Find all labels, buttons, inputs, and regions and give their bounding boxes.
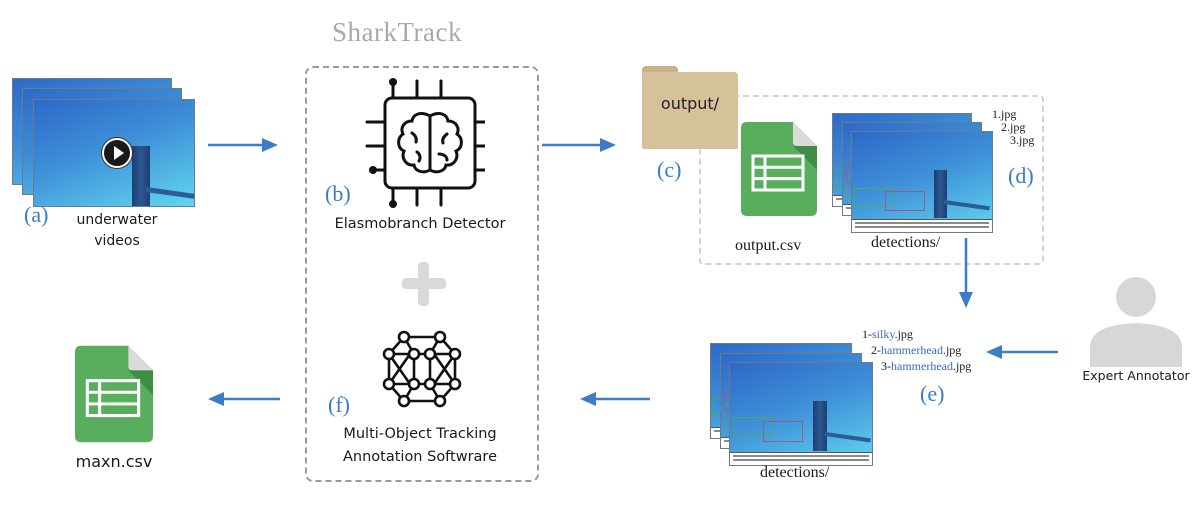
detections-image-stack [832, 113, 994, 233]
step-f-label-line1: Multi-Object Tracking [343, 426, 497, 442]
ai-chip-brain-icon [365, 78, 485, 208]
folder-icon: output/ [642, 66, 738, 149]
step-f-letter: (f) [328, 392, 350, 417]
plus-icon [402, 262, 446, 306]
network-graph-icon [382, 330, 462, 408]
species-name: silky [872, 327, 895, 341]
output-folder-box [699, 95, 1044, 265]
play-icon [102, 138, 132, 168]
file-prefix: 3- [881, 359, 891, 373]
annotated-file-1: 1-silky.jpg [862, 327, 913, 342]
spreadsheet-icon [741, 122, 817, 216]
folder-label: output/ [660, 94, 720, 113]
maxn-spreadsheet-icon [75, 345, 153, 443]
arrow-detections-down [959, 238, 973, 308]
output-csv-label: output.csv [735, 237, 802, 254]
step-e-letter: (e) [920, 381, 945, 406]
file-ext: .jpg [894, 327, 913, 341]
detection-file-3: 3.jpg [1010, 133, 1035, 147]
file-prefix: 1- [862, 327, 872, 341]
step-a-letter: (a) [24, 202, 49, 227]
annotated-file-2: 2-hammerhead.jpg [871, 343, 961, 358]
maxn-label: maxn.csv [75, 452, 153, 471]
step-b-letter: (b) [325, 181, 351, 206]
step-c-letter: (c) [657, 157, 682, 182]
diagram-title: SharkTrack [332, 17, 462, 47]
annotated-detections-image-stack [710, 343, 875, 466]
arrow-videos-to-detector [208, 138, 278, 152]
file-ext: .jpg [952, 359, 972, 373]
step-f-label-line2: Annotation Softwrare [342, 449, 497, 465]
step-a-label-line2: videos [94, 233, 140, 249]
file-prefix: 2- [871, 343, 881, 357]
detections-label-d: detections/ [871, 234, 941, 251]
step-d-letter: (d) [1008, 163, 1034, 188]
arrow-tracking-to-maxn [208, 392, 280, 406]
step-a-label: underwater videos [62, 210, 172, 252]
annotator-label: Expert Annotator [1082, 368, 1190, 383]
arrow-annotator-to-detections [986, 345, 1058, 359]
detections-label-e: detections/ [760, 464, 830, 481]
detection-file-2: 2.jpg [1001, 120, 1026, 134]
step-f-label: Multi-Object Tracking Annotation Softwra… [305, 423, 535, 469]
file-ext: .jpg [942, 343, 962, 357]
species-name: hammerhead [881, 343, 943, 357]
species-name: hammerhead [891, 359, 953, 373]
arrow-detector-to-output [542, 138, 616, 152]
detection-file-1: 1.jpg [992, 107, 1017, 121]
video-stack-icon [12, 78, 197, 207]
person-icon [1090, 277, 1182, 367]
sharktrack-box [305, 66, 539, 482]
annotated-file-3: 3-hammerhead.jpg [881, 359, 971, 374]
arrow-detections-to-tracking [580, 392, 650, 406]
step-b-label: Elasmobranch Detector [334, 216, 506, 232]
step-a-label-line1: underwater [76, 212, 158, 228]
